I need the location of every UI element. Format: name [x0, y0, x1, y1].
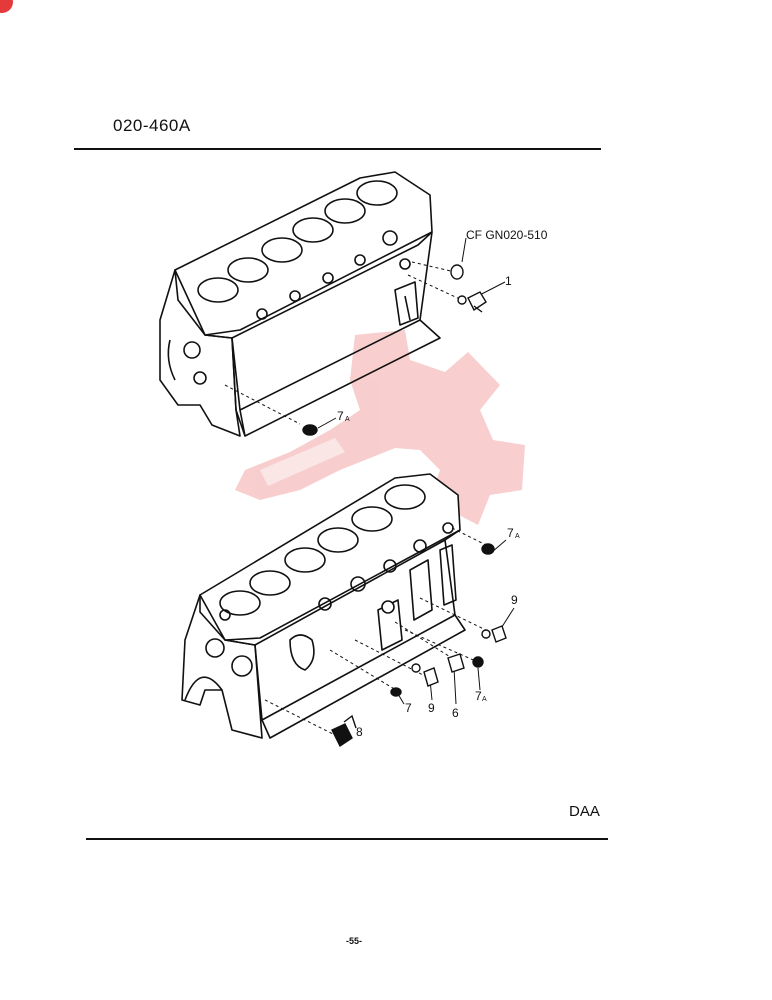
- callout-part-8: 8: [356, 725, 363, 739]
- callout-sub-a: A: [345, 416, 350, 423]
- callout-sub-a: A: [515, 533, 520, 540]
- plug-9-lower-icon: [423, 667, 439, 687]
- plug-7a-icon: [302, 424, 318, 436]
- washer-9-icon: [481, 629, 491, 639]
- callout-part-7a-bottom: 7: [475, 689, 482, 703]
- bottom-parts: [331, 543, 507, 748]
- callout-part-7: 7: [405, 701, 412, 715]
- corner-badge-icon: [0, 0, 13, 13]
- plug-ring-icon: [450, 264, 464, 280]
- document-code: 020-460A: [113, 116, 191, 135]
- header-rule: [74, 148, 601, 150]
- document-suffix: DAA: [569, 803, 600, 820]
- callout-sub-a: A: [482, 696, 487, 703]
- top-parts: [302, 264, 487, 436]
- footer-rule: [86, 838, 608, 840]
- bottom-leaders: [264, 527, 515, 736]
- plug-7-icon: [390, 687, 402, 697]
- page-number: -55-: [346, 936, 363, 946]
- plug-9-icon: [491, 625, 507, 643]
- callout-part-7a-right: 7: [507, 526, 514, 540]
- plug-7a-lower-icon: [472, 656, 484, 668]
- engine-block-top: [159, 171, 441, 437]
- callout-part-6: 6: [452, 706, 459, 720]
- callout-part-9: 9: [428, 701, 435, 715]
- plug-6-icon: [447, 653, 465, 673]
- callout-part-7a-top: 7: [337, 409, 344, 423]
- watermark-gear-icon: [235, 330, 525, 525]
- fitting-8-icon: [331, 723, 353, 748]
- washer-icon: [457, 295, 467, 305]
- washer-icon: [411, 663, 421, 673]
- top-leaders: [224, 237, 506, 429]
- plug-7a-right-icon: [481, 543, 495, 555]
- callout-labels: CF GN020-510 1 7 A 7 A 9 7 9 6 7 A 8: [337, 228, 548, 739]
- callout-cf-ref: CF GN020-510: [466, 228, 548, 242]
- engine-block-bottom: [181, 473, 466, 739]
- callout-part-9-right: 9: [511, 593, 518, 607]
- callout-part-1: 1: [505, 274, 512, 288]
- plug-bolt-icon: [467, 291, 487, 312]
